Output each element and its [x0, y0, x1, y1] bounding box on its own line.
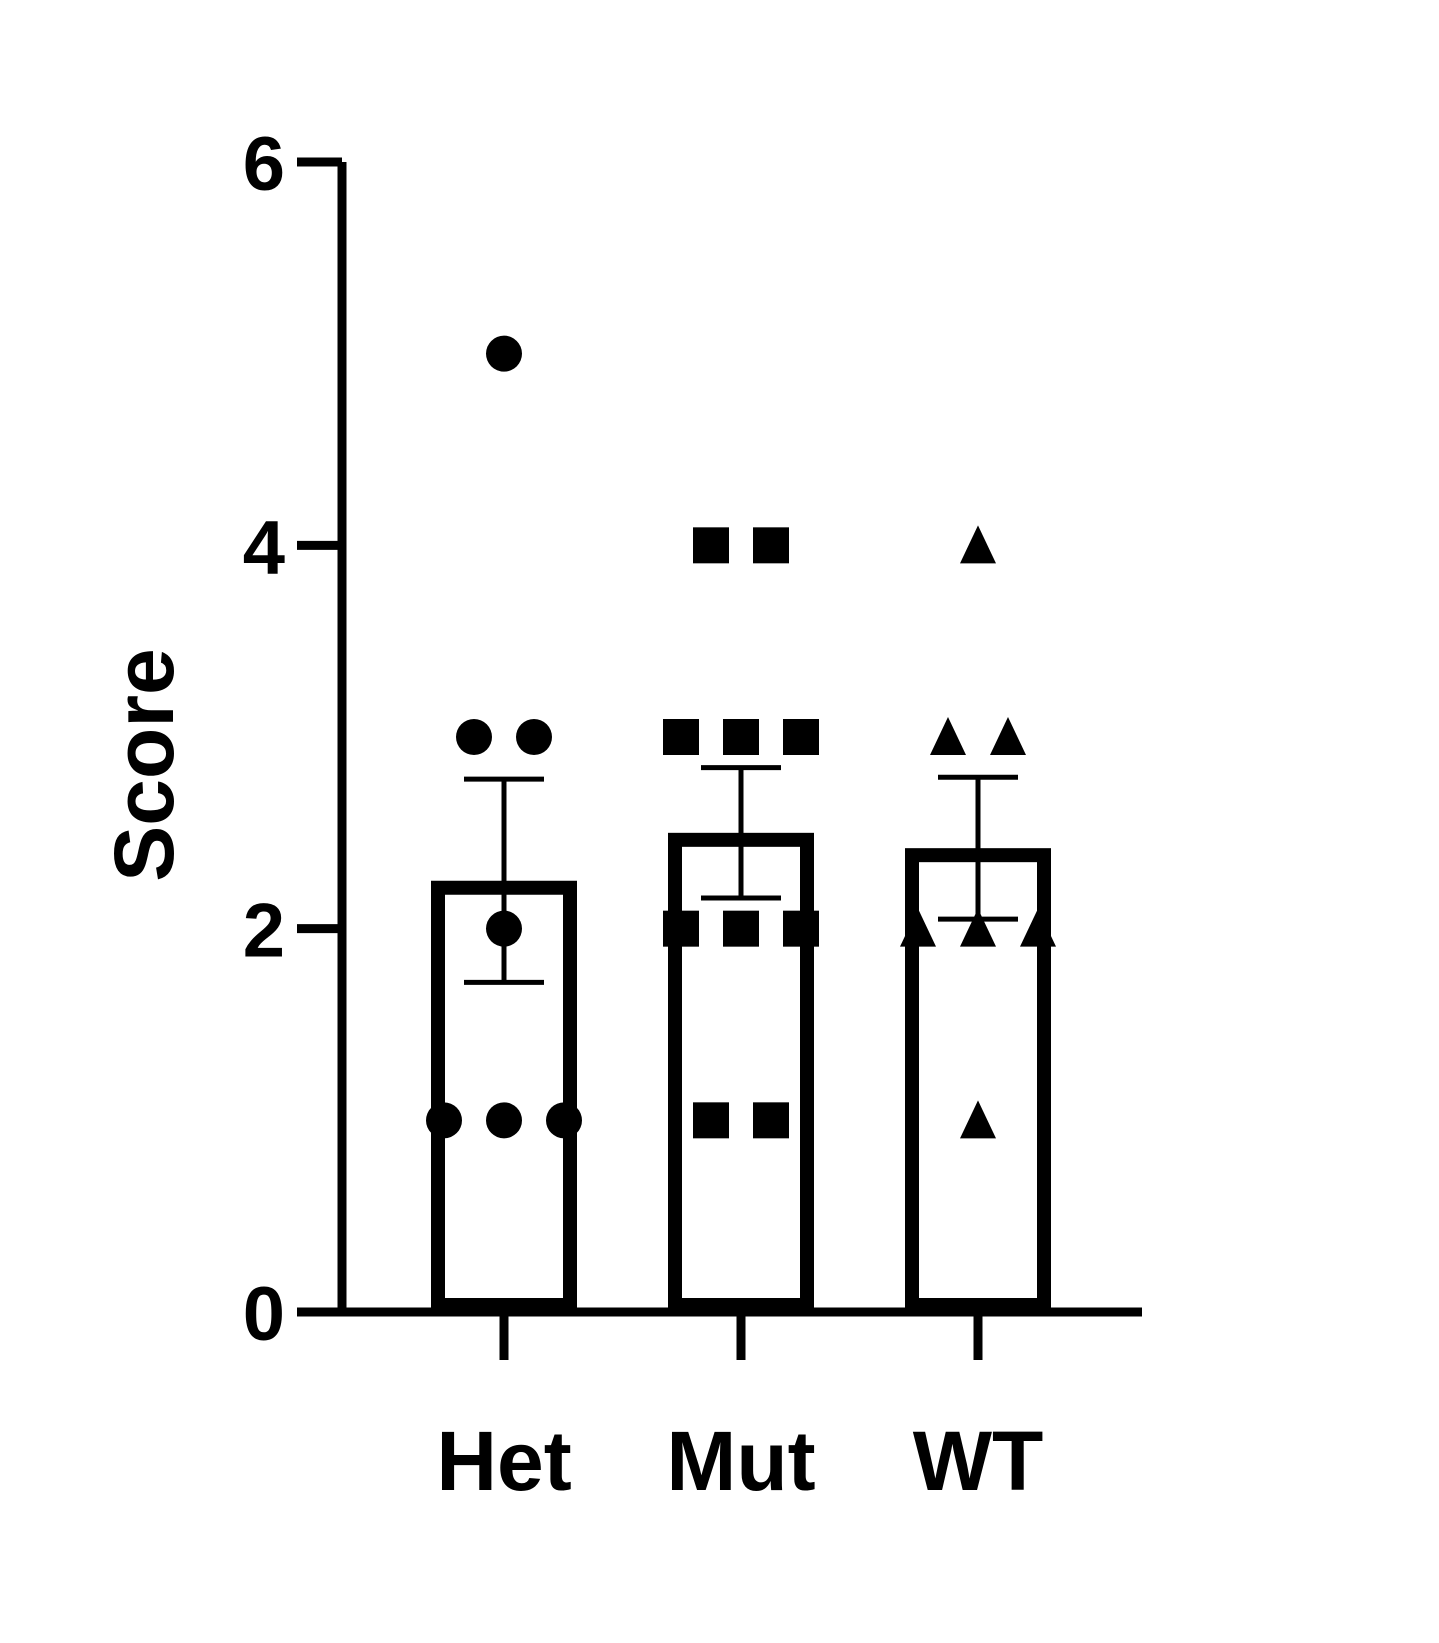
y-axis-title: Score [97, 648, 191, 881]
data-point [960, 525, 996, 564]
x-tick-label: WT [913, 1414, 1044, 1508]
x-tick-label: Het [436, 1414, 571, 1508]
data-point [753, 1102, 789, 1139]
y-tick-label: 4 [243, 505, 285, 590]
y-tick-label: 6 [243, 122, 285, 207]
y-tick-label: 2 [243, 889, 285, 974]
data-point [723, 910, 759, 947]
data-point [486, 335, 522, 372]
x-tick-label: Mut [666, 1414, 815, 1508]
data-point [960, 1100, 996, 1139]
data-point [990, 717, 1026, 755]
data-point [546, 1102, 582, 1139]
data-point [456, 719, 492, 755]
data-point [723, 719, 759, 755]
data-point [783, 910, 819, 947]
data-point [486, 1102, 522, 1139]
data-point [663, 719, 699, 755]
data-point [930, 717, 966, 755]
data-point [900, 908, 936, 947]
data-point [426, 1102, 462, 1139]
bar-mut [668, 832, 814, 1312]
data-point [783, 719, 819, 755]
data-point [693, 527, 729, 564]
y-tick-label: 0 [243, 1272, 285, 1357]
data-point [693, 1102, 729, 1139]
data-point [1020, 908, 1056, 947]
data-point [753, 527, 789, 564]
data-point [960, 908, 996, 947]
data-point [663, 910, 699, 947]
data-point [516, 719, 552, 755]
